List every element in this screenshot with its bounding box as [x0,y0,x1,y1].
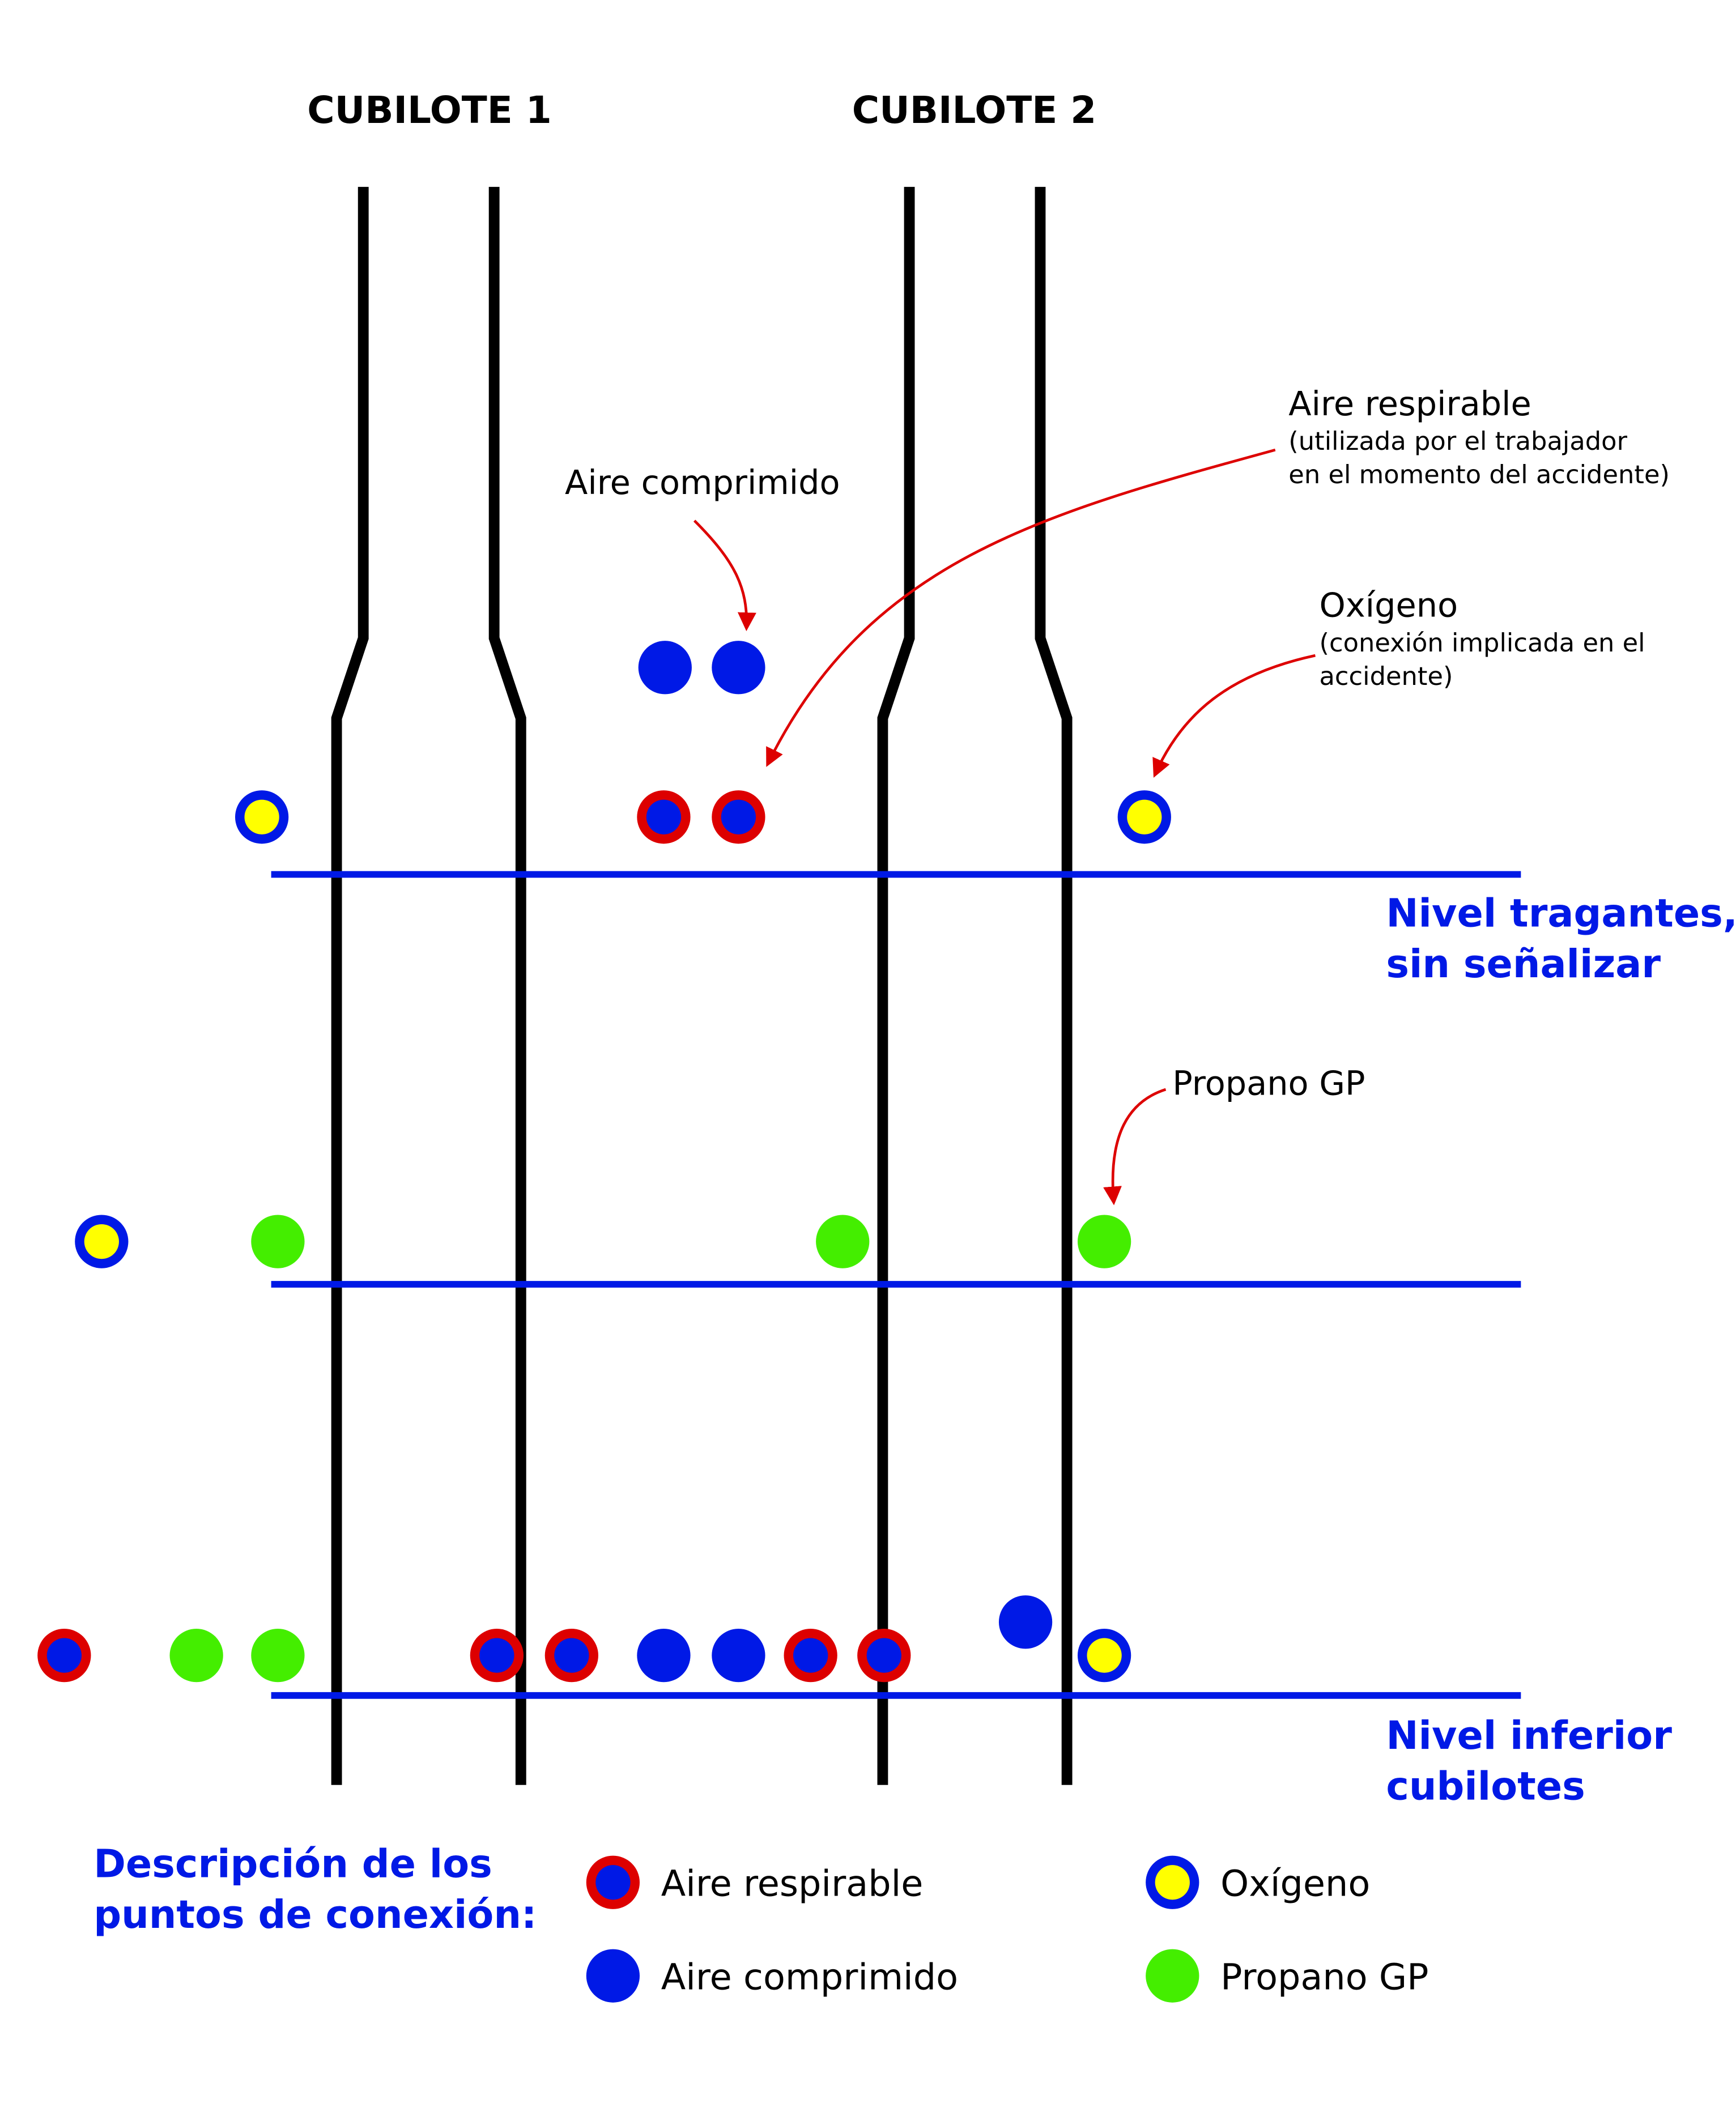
legend-label-aire-respirable: Aire respirable [661,1863,924,1905]
connection-point-aire-respirable [712,790,765,844]
cubilote-1-title: CUBILOTE 1 [307,88,552,132]
connection-point-aire-comprimido [712,641,765,695]
connection-point-oxigeno [1077,1628,1131,1683]
connection-point-aire-comprimido [712,1628,765,1683]
legend-swatch-propano [1146,1949,1199,2003]
connection-point-aire-respirable [470,1628,524,1683]
legend-swatch-aire-respirable [586,1855,640,1909]
connection-point-aire-comprimido [637,1628,691,1683]
cubilote-2-shaft [877,186,1073,1785]
arrow-aire-respirable [766,448,1276,767]
arrow-oxigeno [1152,654,1316,778]
connection-point-aire-respirable [544,1628,598,1683]
connection-point-propano [1077,1215,1131,1268]
connection-point-aire-respirable [857,1628,911,1683]
annotation-oxigeno-note-1: (conexión implicada en el [1320,628,1645,658]
connection-point-oxigeno [235,790,289,844]
annotation-aire-respirable-note-1: (utilizada por el trabajador [1288,426,1627,456]
legend-label-oxigeno: Oxígeno [1220,1863,1370,1905]
cubilote-2-right-wall [1035,186,1073,1785]
cubilote-1-left-wall [331,186,369,1785]
legend-label-propano: Propano GP [1220,1956,1428,1998]
arrow-propano [1103,1088,1167,1206]
legend-swatch-aire-comprimido [586,1949,640,2003]
arrow-aire-comprimido [693,519,756,632]
connection-point-propano [251,1628,305,1683]
connection-points [37,641,1171,1683]
connection-point-aire-respirable [37,1628,91,1683]
cubilote-2-title: CUBILOTE 2 [852,88,1097,132]
connection-point-aire-comprimido [638,641,692,695]
legend-title-2: puntos de conexión: [93,1893,537,1937]
connection-point-oxigeno [75,1215,129,1268]
cubilote-2-left-wall [877,186,915,1785]
annotation-oxigeno: Oxígeno [1320,586,1458,625]
connection-point-aire-respirable [784,1628,837,1683]
level-label-inferior-1: Nivel inferior [1386,1714,1672,1758]
annotation-aire-comprimido: Aire comprimido [565,463,840,502]
connection-point-propano [251,1215,305,1268]
legend-swatch-oxigeno [1146,1855,1199,1909]
level-label-tragantes-1: Nivel tragantes, [1386,891,1736,936]
legend-label-aire-comprimido: Aire comprimido [661,1956,958,1998]
connection-point-propano [169,1628,223,1683]
annotation-oxigeno-note-2: accidente) [1320,661,1453,691]
cubilote-1-right-wall [488,186,526,1785]
connection-point-oxigeno [1117,790,1171,844]
annotation-aire-respirable: Aire respirable [1288,384,1531,423]
connection-point-aire-respirable [637,790,691,844]
level-label-inferior-2: cubilotes [1386,1765,1585,1809]
legend-title-1: Descripción de los [93,1842,492,1886]
level-label-tragantes-2: sin señalizar [1386,942,1661,987]
connection-point-aire-comprimido [998,1595,1053,1649]
connection-point-propano [816,1215,870,1268]
cubilote-1-shaft [331,186,526,1785]
legend: Descripción de los puntos de conexión: A… [93,1842,1429,2003]
annotation-propano: Propano GP [1172,1063,1365,1102]
annotation-aire-respirable-note-2: en el momento del accidente) [1288,459,1670,489]
